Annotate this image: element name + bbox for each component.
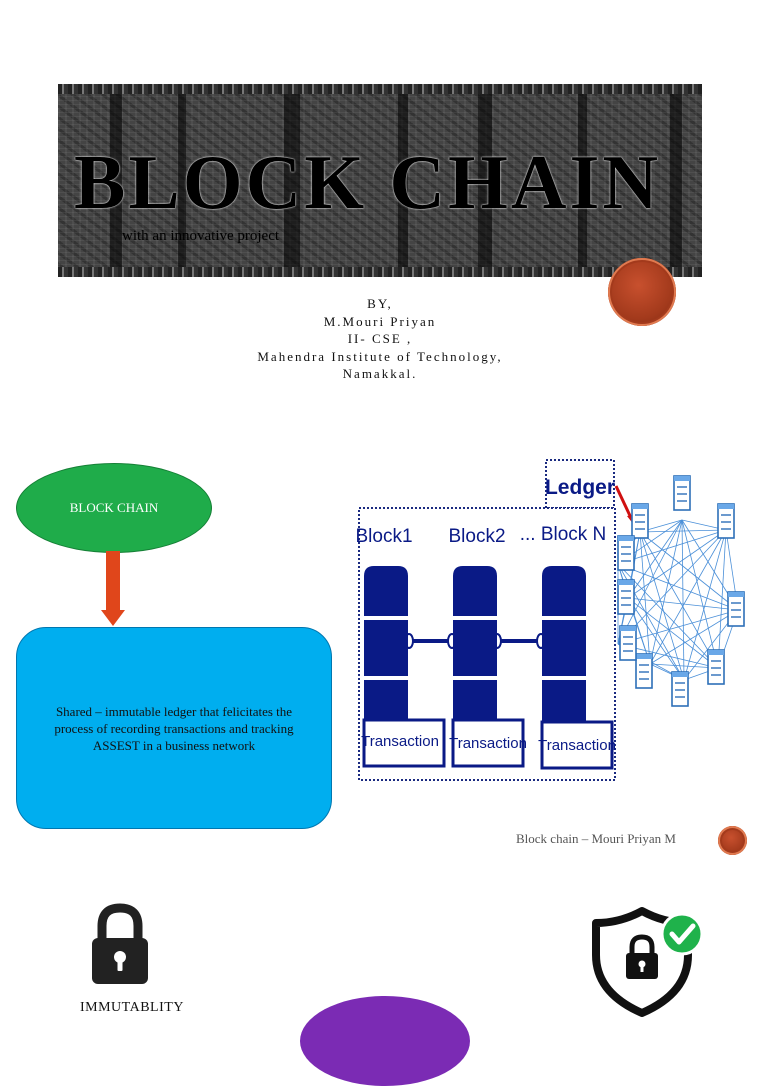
- ledger-pointer: [614, 485, 634, 521]
- block-chain-oval: BLOCK CHAIN: [16, 463, 212, 553]
- oval-label: BLOCK CHAIN: [69, 500, 159, 515]
- padlock-icon: [92, 903, 148, 984]
- slide-footer: Block chain – Mouri Priyan M: [516, 831, 676, 846]
- server-node-icon: [707, 649, 725, 685]
- mesh-link: [617, 519, 683, 645]
- ledger-label-box: [545, 459, 615, 509]
- mesh-link: [627, 529, 727, 599]
- server-node-icon: [617, 579, 635, 615]
- block-label: ... Block N: [520, 524, 607, 545]
- author-line: II- CSE ,: [347, 331, 413, 347]
- ledger-label: Ledger: [545, 476, 615, 499]
- banner-bar: [670, 94, 682, 267]
- server-node-icon: [631, 503, 649, 539]
- banner-bar: [578, 94, 587, 267]
- definition-box: Shared – immutable ledger that felicitat…: [16, 627, 332, 829]
- feature-label: IMMUTABLITY: [80, 1000, 184, 1015]
- decorative-circle-badge: [608, 258, 676, 326]
- banner-bar: [478, 94, 492, 267]
- block-column: [540, 566, 614, 770]
- slide-title: BLOCK CHAIN: [74, 139, 662, 225]
- mesh-link: [649, 519, 683, 665]
- shield-lock-check-icon: [592, 907, 704, 1017]
- transaction-label: Transaction: [449, 735, 527, 752]
- mesh-link: [627, 597, 739, 611]
- definition-text: Shared – immutable ledger that felicitat…: [54, 703, 294, 753]
- transaction-label: Transaction: [538, 737, 616, 754]
- author-line: Namakkal.: [342, 366, 418, 382]
- mesh-link: [681, 519, 685, 681]
- mesh-link: [627, 519, 683, 599]
- banner-top-edge: [58, 84, 702, 94]
- mesh-link: [639, 531, 739, 611]
- mesh-link: [683, 529, 727, 681]
- banner-bottom-edge: [58, 267, 702, 277]
- mesh-link: [649, 529, 727, 665]
- peer-nodes: [617, 475, 745, 707]
- server-node-icon: [619, 625, 637, 661]
- block-column: [451, 566, 525, 768]
- server-node-icon: [727, 591, 745, 627]
- block-column: [362, 566, 446, 768]
- banner-bar: [110, 94, 122, 267]
- title-banner: BLOCK CHAIN with an innovative project: [58, 84, 702, 277]
- author-line: M.Mouri Priyan: [323, 313, 437, 329]
- mesh-link: [627, 597, 719, 669]
- mesh-link: [717, 529, 727, 669]
- mesh-link: [639, 531, 651, 665]
- server-node-icon: [717, 503, 735, 539]
- mesh-link: [617, 529, 727, 565]
- mesh-link: [639, 531, 719, 669]
- blockchain-ledger-diagram: Ledger Block1 Block2 ... Block N Transac…: [356, 459, 745, 781]
- mesh-link: [617, 529, 727, 645]
- mesh-link: [639, 531, 685, 681]
- mesh-link: [649, 663, 719, 669]
- banner-bar: [398, 94, 408, 267]
- block-label: Block2: [448, 526, 505, 547]
- author-line: BY,: [367, 296, 393, 311]
- server-node-icon: [673, 475, 691, 511]
- author-line: Mahendra Institute of Technology,: [257, 348, 503, 364]
- banner-bar: [284, 94, 300, 267]
- banner-bar: [178, 94, 186, 267]
- server-node-icon: [671, 671, 689, 707]
- author-block: BY, M.Mouri Priyan II- CSE , Mahendra In…: [200, 295, 560, 383]
- server-node-icon: [635, 653, 653, 689]
- mesh-link: [627, 597, 685, 681]
- decorative-circle-badge: [718, 826, 747, 855]
- mesh-link: [639, 529, 727, 533]
- mesh-link: [617, 609, 739, 645]
- mesh-link: [617, 563, 739, 611]
- down-arrow-head: [101, 610, 125, 626]
- server-node-icon: [617, 535, 635, 571]
- block-label: Block1: [356, 526, 413, 547]
- slide-subtitle: with an innovative project: [122, 228, 280, 244]
- purple-shape: [300, 996, 470, 1086]
- transaction-label: Transaction: [361, 733, 439, 750]
- down-arrow-icon: [106, 551, 120, 611]
